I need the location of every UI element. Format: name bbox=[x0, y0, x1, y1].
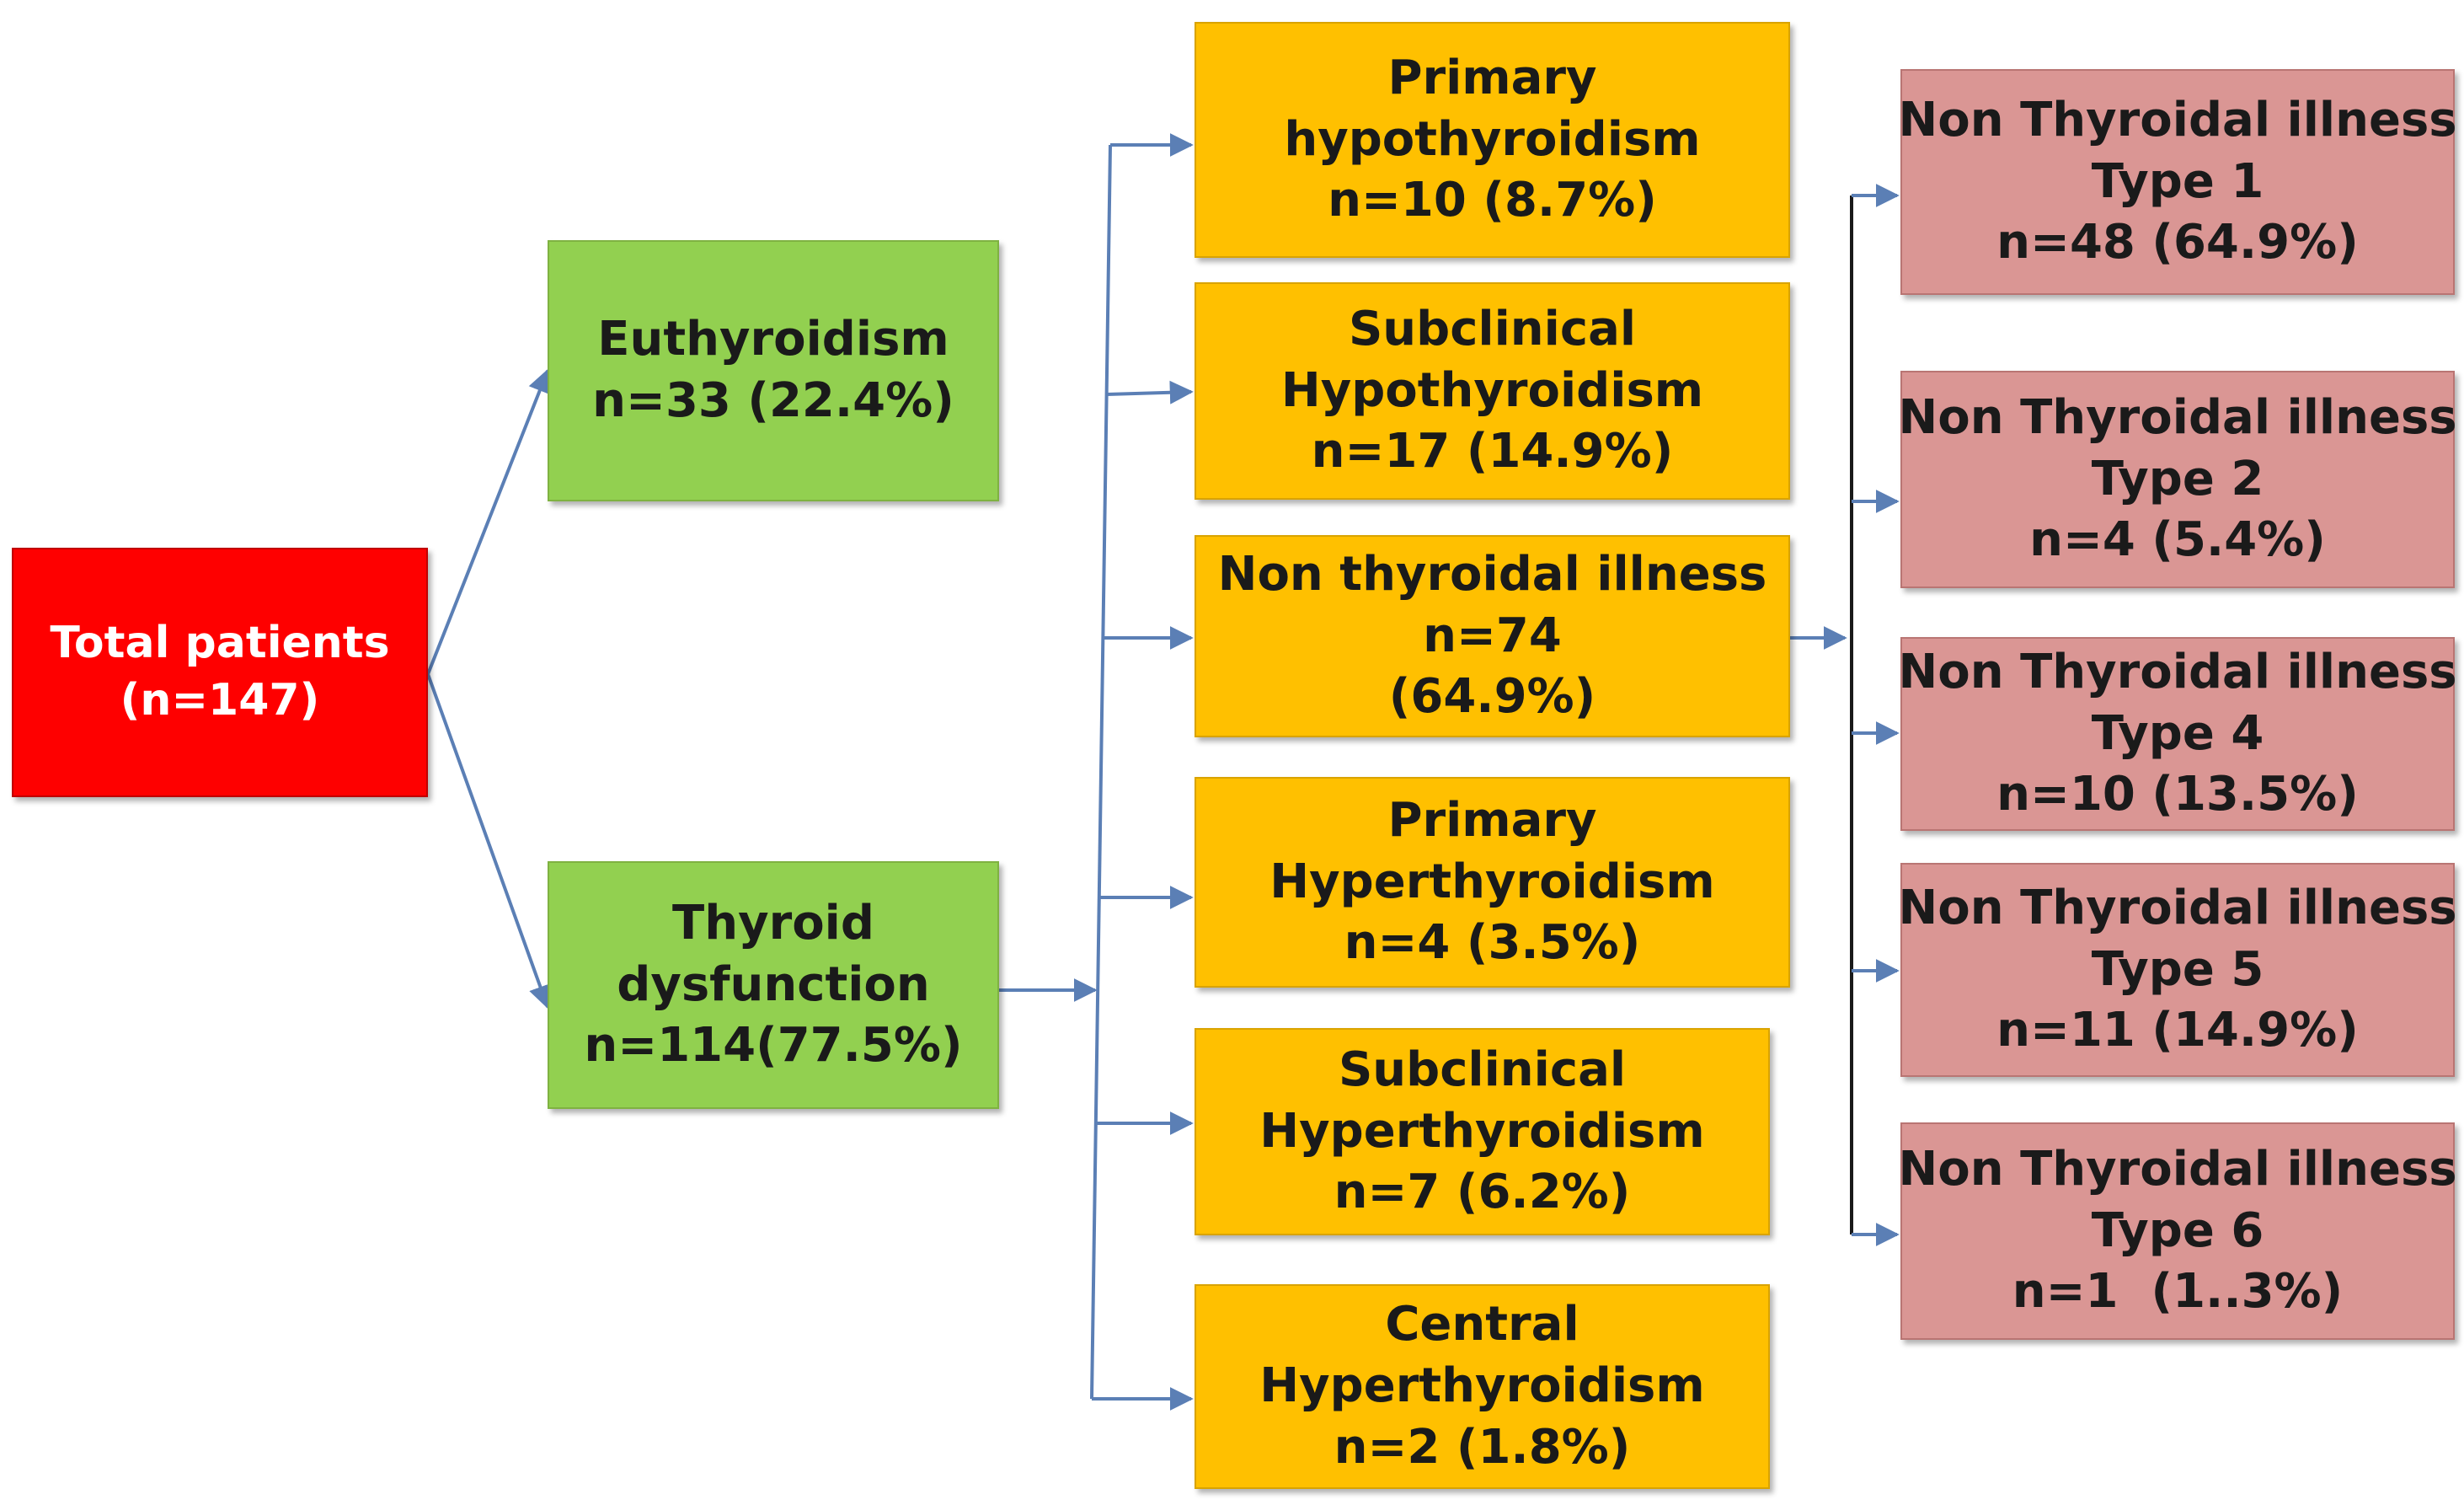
primary-hyperthyroidism-label-1: Primary bbox=[1387, 792, 1597, 848]
primary-hyperthyroidism-box: Primary Hyperthyroidism n=4 (3.5%) bbox=[1195, 777, 1790, 988]
non-thyroidal-illness-label: Non thyroidal illness bbox=[1217, 546, 1767, 602]
thyroid-dysfunction-count: n=114(77.5%) bbox=[584, 1018, 963, 1074]
nti-type6-box: Non Thyroidal illness Type 6 n=1 (1..3%) bbox=[1898, 1122, 2457, 1340]
subclinical-hypothyroidism-label-1: Subclinical bbox=[1348, 301, 1637, 356]
primary-hyperthyroidism-count: n=4 (3.5%) bbox=[1344, 915, 1641, 971]
primary-hypothyroidism-count: n=10 (8.7%) bbox=[1328, 173, 1657, 228]
nti-type5-type: Type 5 bbox=[2091, 941, 2264, 997]
arrow-root-to-euthyroidism bbox=[426, 368, 551, 675]
total-patients-box: Total patients (n=147) bbox=[12, 548, 428, 797]
total-patients-label: Total patients bbox=[50, 618, 390, 669]
nti-type5-count: n=11 (14.9%) bbox=[1996, 1003, 2359, 1058]
thyroid-dysfunction-label-2: dysfunction bbox=[617, 956, 930, 1012]
nti-type1-type: Type 1 bbox=[2091, 153, 2264, 209]
nti-type4-box: Non Thyroidal illness Type 4 n=10 (13.5%… bbox=[1898, 637, 2457, 831]
euthyroidism-label: Euthyroidism bbox=[597, 312, 949, 367]
subclinical-hyperthyroidism-count: n=7 (6.2%) bbox=[1334, 1165, 1631, 1220]
non-thyroidal-illness-count: n=74 bbox=[1423, 608, 1562, 663]
nti-type6-count: n=1 (1..3%) bbox=[2012, 1264, 2344, 1320]
subclinical-hypothyroidism-box: Subclinical Hypothyroidism n=17 (14.9%) bbox=[1195, 282, 1790, 500]
subclinical-hyperthyroidism-box: Subclinical Hyperthyroidism n=7 (6.2%) bbox=[1195, 1028, 1770, 1235]
thyroid-dysfunction-label-1: Thyroid bbox=[672, 895, 874, 951]
nti-type1-box: Non Thyroidal illness Type 1 n=48 (64.9%… bbox=[1898, 69, 2457, 295]
central-hyperthyroidism-label-2: Hyperthyroidism bbox=[1259, 1358, 1705, 1414]
total-patients-count: (n=147) bbox=[120, 675, 320, 726]
primary-hypothyroidism-box: Primary hypothyroidism n=10 (8.7%) bbox=[1195, 22, 1790, 258]
non-thyroidal-illness-box: Non thyroidal illness n=74 (64.9%) bbox=[1195, 535, 1790, 737]
nti-type6-type: Type 6 bbox=[2091, 1202, 2264, 1258]
nti-type6-label: Non Thyroidal illness bbox=[1898, 1141, 2457, 1197]
arrow-root-to-dysfunction bbox=[426, 673, 552, 1010]
thyroid-dysfunction-box: Thyroid dysfunction n=114(77.5%) bbox=[548, 861, 999, 1109]
primary-hyperthyroidism-label-2: Hyperthyroidism bbox=[1269, 854, 1715, 909]
central-hyperthyroidism-label-1: Central bbox=[1385, 1297, 1579, 1352]
nti-type2-box: Non Thyroidal illness Type 2 n=4 (5.4%) bbox=[1898, 371, 2457, 588]
central-hyperthyroidism-box: Central Hyperthyroidism n=2 (1.8%) bbox=[1195, 1284, 1770, 1489]
primary-hypothyroidism-label-2: hypothyroidism bbox=[1284, 111, 1701, 167]
nti-type1-count: n=48 (64.9%) bbox=[1996, 215, 2359, 270]
nti-type4-count: n=10 (13.5%) bbox=[1996, 767, 2359, 822]
nti-type1-label: Non Thyroidal illness bbox=[1898, 92, 2457, 147]
nti-type2-label: Non Thyroidal illness bbox=[1898, 389, 2457, 445]
level2-bracket-vertical bbox=[1090, 144, 1112, 1400]
non-thyroidal-illness-percent: (64.9%) bbox=[1388, 669, 1596, 725]
subclinical-hypothyroidism-count: n=17 (14.9%) bbox=[1311, 424, 1674, 479]
nti-type4-type: Type 4 bbox=[2091, 705, 2264, 761]
subclinical-hyperthyroidism-label-1: Subclinical bbox=[1338, 1042, 1627, 1097]
nti-type5-box: Non Thyroidal illness Type 5 n=11 (14.9%… bbox=[1898, 863, 2457, 1077]
euthyroidism-box: Euthyroidism n=33 (22.4%) bbox=[548, 240, 999, 501]
primary-hypothyroidism-label-1: Primary bbox=[1387, 50, 1597, 105]
nti-type4-label: Non Thyroidal illness bbox=[1898, 644, 2457, 699]
nti-type5-label: Non Thyroidal illness bbox=[1898, 880, 2457, 935]
subclinical-hypothyroidism-label-2: Hypothyroidism bbox=[1280, 362, 1704, 418]
arrow-to-subclinical-hypothyroidism bbox=[1106, 380, 1194, 404]
subclinical-hyperthyroidism-label-2: Hyperthyroidism bbox=[1259, 1103, 1705, 1159]
nti-type2-count: n=4 (5.4%) bbox=[2029, 512, 2326, 568]
central-hyperthyroidism-count: n=2 (1.8%) bbox=[1334, 1419, 1631, 1475]
euthyroidism-count: n=33 (22.4%) bbox=[592, 373, 954, 428]
nti-type2-type: Type 2 bbox=[2091, 451, 2264, 506]
